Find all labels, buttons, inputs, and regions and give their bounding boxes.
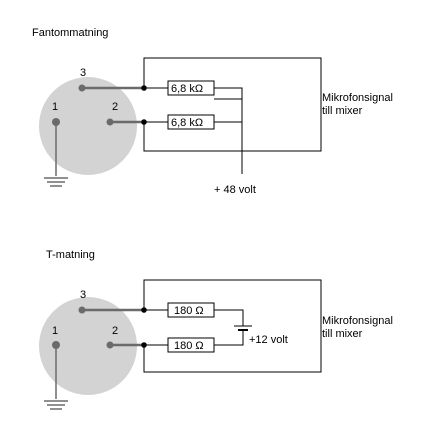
pin-label-2: 2 [112,325,118,337]
pin-2 [106,341,114,349]
xlr-connector [39,77,137,175]
output-label-2: till mixer [322,328,363,340]
pin-3 [78,306,86,314]
t-power-diagram: T-matning 3 1 2 180 Ω 180 Ω +12 volt [39,249,393,410]
pin-2 [106,118,114,126]
resistor-bottom-value: 180 Ω [174,340,204,352]
output-label-1: Mikrofonsignal [322,92,393,104]
pin-label-2: 2 [112,101,118,113]
diagram-title: T-matning [46,249,95,261]
resistor-bottom-value: 6,8 kΩ [171,117,203,129]
output-loop [143,279,322,373]
supply-label: + 48 volt [214,184,256,196]
pin-label-3: 3 [80,289,86,301]
pin-label-1: 1 [52,101,58,113]
pin-label-1: 1 [52,325,58,337]
pin-label-3: 3 [80,67,86,79]
pin-3 [78,84,86,92]
diagram-title: Fantommatning [32,27,108,39]
output-loop [143,57,322,152]
output-label-1: Mikrofonsignal [322,315,393,327]
supply-label: +12 volt [249,334,288,346]
xlr-connector [39,297,137,395]
resistor-top-value: 180 Ω [174,305,204,317]
resistor-top-value: 6,8 kΩ [171,83,203,95]
output-label-2: till mixer [322,105,363,117]
phantom-power-diagram: Fantommatning 3 1 2 6,8 kΩ 6,8 kΩ + 48 v… [32,27,393,196]
